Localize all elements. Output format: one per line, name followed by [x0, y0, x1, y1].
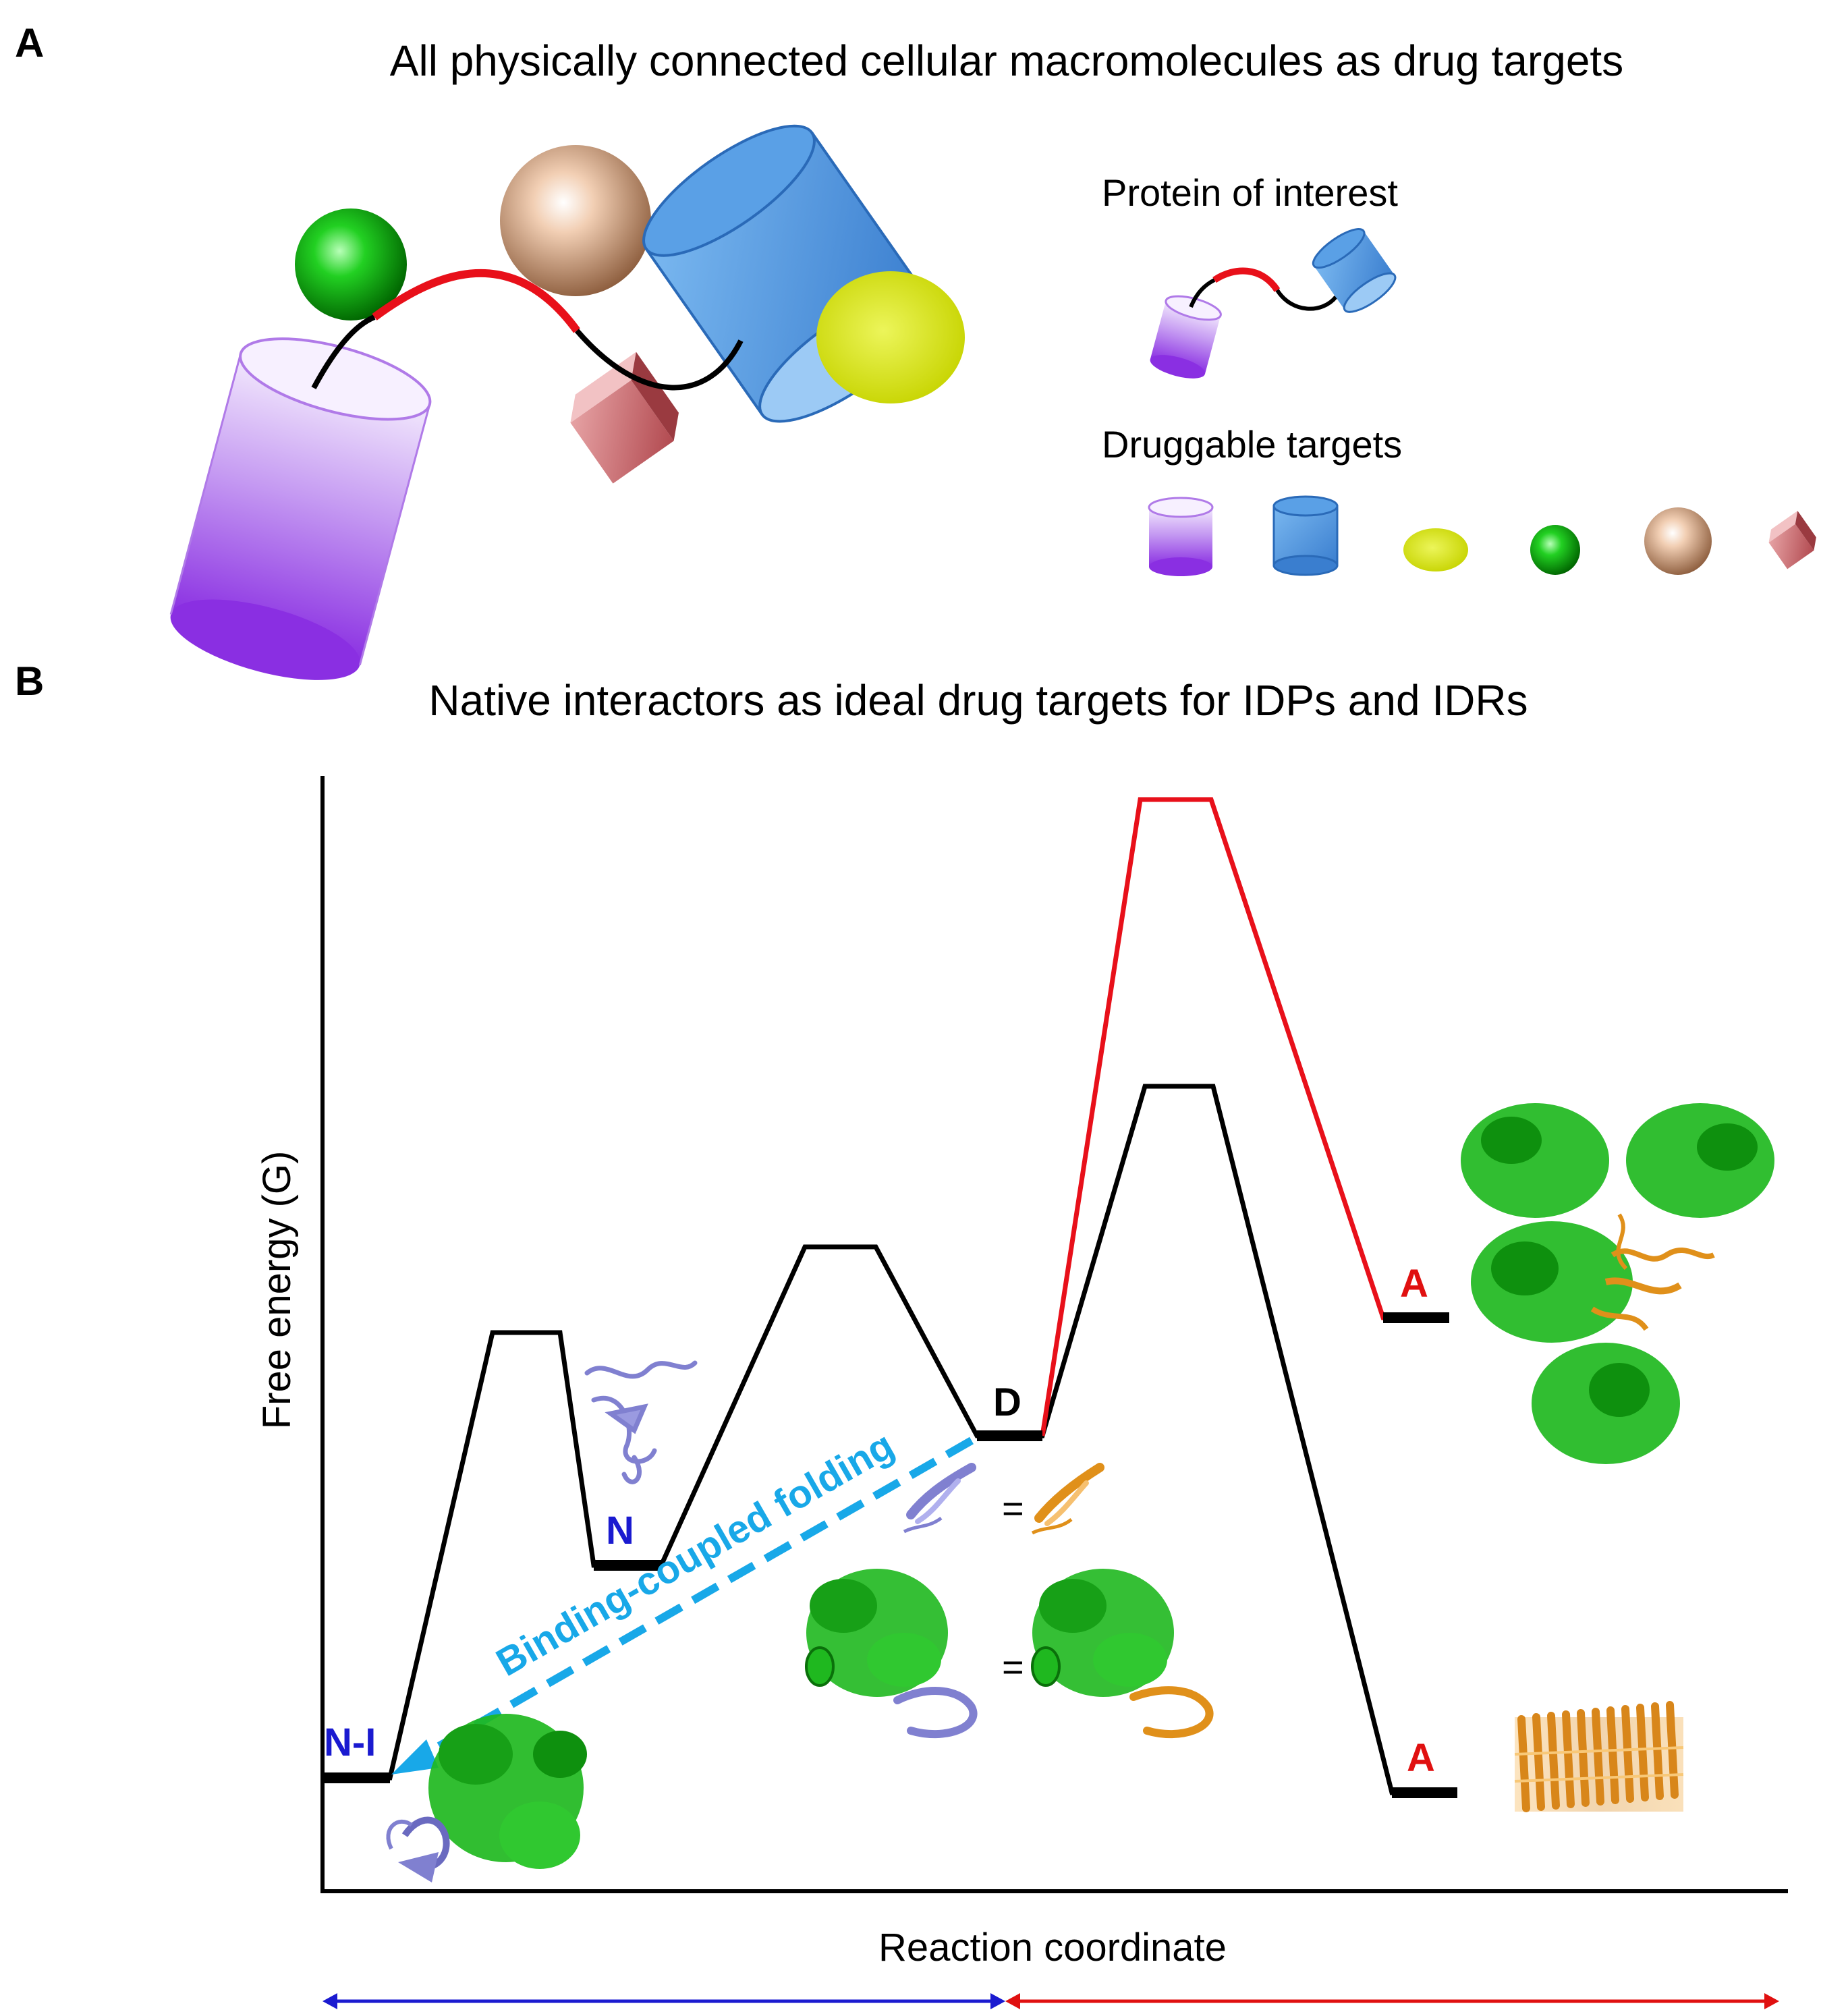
complex-green-orange-icon: [1031, 1569, 1214, 1739]
ni-complex-structure-icon: [386, 1714, 587, 1882]
energy-landscape-red: [1040, 797, 1449, 1436]
energy-landscape-black: [323, 1084, 1454, 1795]
binding-arrow-head-icon: [391, 1739, 439, 1775]
a-upper-assembly-icon: [1461, 1103, 1774, 1464]
legend-blue-cylinder-icon: [1272, 495, 1339, 576]
state-a-lower-label: A: [1407, 1736, 1435, 1780]
small-blue-cylinder-icon: [1312, 228, 1397, 313]
small-purple-cylinder-icon: [1150, 295, 1222, 379]
green-sphere-icon: [295, 208, 407, 320]
panel-a-letter: A: [15, 20, 44, 65]
legend-green-sphere-icon: [1530, 525, 1580, 575]
state-a-upper-label: A: [1400, 1262, 1428, 1306]
d-state-orange-strand-icon: [1031, 1463, 1104, 1535]
druggable-targets-row: [1148, 495, 1816, 576]
panel-b-title: Native interactors as ideal drug targets…: [428, 676, 1528, 725]
purple-cylinder-icon: [169, 337, 432, 680]
yellow-disc-icon: [816, 271, 965, 403]
binding-coupled-folding-arrow: [411, 1436, 974, 1765]
panel-b-letter: B: [15, 659, 44, 704]
panel-a: A All physically connected cellular macr…: [15, 20, 1816, 680]
rose-cube-icon: [570, 352, 679, 484]
a-lower-fibril-icon: [1514, 1701, 1684, 1812]
range-arrow-blue: [323, 1993, 1005, 2009]
x-axis-label: Reaction coordinate: [878, 1926, 1227, 1969]
legend-rose-cube-icon: [1768, 511, 1816, 569]
tan-sphere-icon: [500, 145, 651, 296]
state-d-label: D: [993, 1380, 1021, 1424]
equals-sign-bottom: =: [1002, 1646, 1024, 1688]
legend-tan-sphere-icon: [1644, 507, 1712, 575]
y-axis-label: Free energy (G): [255, 1151, 299, 1430]
d-state-lavender-strand-icon: [903, 1463, 976, 1534]
panel-a-title: All physically connected cellular macrom…: [390, 36, 1623, 85]
legend-purple-cylinder-icon: [1148, 497, 1214, 576]
n-state-structure-icon: [584, 1360, 698, 1484]
protein-chain-linker: [574, 329, 744, 391]
range-arrow-red: [1005, 1993, 1779, 2009]
legend-druggable-targets: Druggable targets: [1102, 423, 1402, 466]
protein-chain-idr: [372, 269, 580, 333]
legend-protein-icon: [1150, 228, 1397, 379]
state-ni-label: N-I: [324, 1721, 376, 1764]
equals-sign-top: =: [1002, 1487, 1024, 1530]
state-n-label: N: [606, 1509, 634, 1553]
legend-protein-of-interest: Protein of interest: [1102, 171, 1398, 214]
panel-b: B Native interactors as ideal drug targe…: [15, 659, 1788, 2009]
protein-chain-linker: [311, 314, 376, 389]
legend-yellow-disc-icon: [1403, 528, 1468, 571]
complex-green-lavender-icon: [805, 1569, 978, 1739]
